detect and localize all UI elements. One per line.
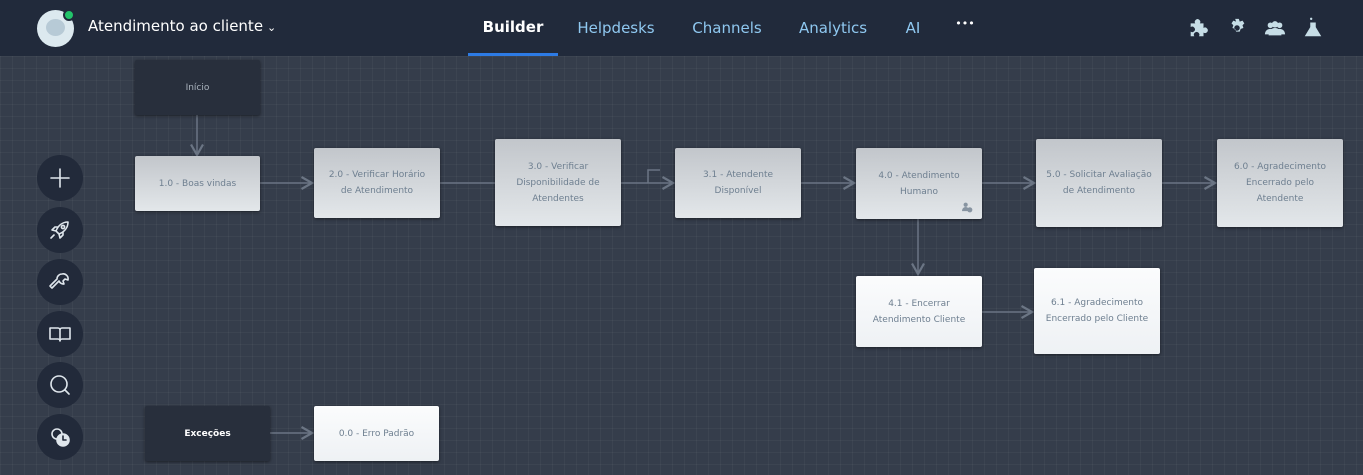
top-bar: Atendimento ao cliente⌄ Builder Helpdesk… xyxy=(0,0,1363,56)
tab-analytics[interactable]: Analytics xyxy=(798,19,868,37)
node-3.0[interactable]: 3.0 - Verificar Disponibilidade de Atend… xyxy=(495,139,621,226)
publish-button[interactable] xyxy=(37,207,83,253)
node-0.0[interactable]: 0.0 - Erro Padrão xyxy=(314,406,439,461)
users-icon[interactable] xyxy=(1264,17,1286,39)
node-4.0[interactable]: 4.0 - Atendimento Humano xyxy=(856,148,982,219)
tab-channels[interactable]: Channels xyxy=(692,19,762,37)
settings-clock-icon xyxy=(51,428,70,447)
node-4.1[interactable]: 4.1 - Encerrar Atendimento Cliente xyxy=(856,276,982,347)
docs-button[interactable] xyxy=(37,311,83,357)
gear-icon[interactable] xyxy=(1226,17,1248,39)
human-agent-icon xyxy=(962,202,973,213)
flask-icon[interactable] xyxy=(1302,17,1324,39)
tools-button[interactable] xyxy=(37,259,83,305)
flow-canvas[interactable]: Início 1.0 - Boas vindas 2.0 - Verificar… xyxy=(0,56,1363,475)
wrench-icon xyxy=(49,273,69,289)
flow-connections xyxy=(190,115,1218,440)
book-icon xyxy=(49,327,71,342)
node-6.0[interactable]: 6.0 - Agradecimento Encerrado pelo Atend… xyxy=(1217,139,1343,227)
puzzle-icon[interactable] xyxy=(1187,17,1209,39)
scheduled-settings-button[interactable] xyxy=(37,414,83,460)
node-5.0[interactable]: 5.0 - Solicitar Avaliação de Atendimento xyxy=(1036,139,1162,227)
node-3.1[interactable]: 3.1 - Atendente Disponível xyxy=(675,148,801,218)
search-button[interactable] xyxy=(37,362,83,408)
tab-builder[interactable]: Builder xyxy=(468,0,558,56)
online-status-dot xyxy=(63,9,75,21)
exceptions-node[interactable]: Exceções xyxy=(145,406,270,461)
node-2.0[interactable]: 2.0 - Verificar Horário de Atendimento xyxy=(314,148,440,218)
rocket-icon xyxy=(50,221,69,239)
edge-3.0-to-3.1 xyxy=(621,170,673,183)
node-1.0[interactable]: 1.0 - Boas vindas xyxy=(135,156,260,211)
more-tabs-button[interactable]: ••• xyxy=(955,17,975,30)
add-icon xyxy=(50,168,70,188)
start-node[interactable]: Início xyxy=(135,60,260,115)
tab-helpdesks[interactable]: Helpdesks xyxy=(577,19,655,37)
bot-avatar[interactable] xyxy=(37,9,75,47)
search-icon xyxy=(50,375,70,395)
chevron-down-icon: ⌄ xyxy=(267,21,277,34)
node-label: 4.0 - Atendimento Humano xyxy=(878,170,960,197)
add-node-button[interactable] xyxy=(37,155,83,201)
bot-selector[interactable]: Atendimento ao cliente⌄ xyxy=(88,17,277,35)
node-6.1[interactable]: 6.1 - Agradecimento Encerrado pelo Clien… xyxy=(1034,268,1160,354)
tab-ai[interactable]: AI xyxy=(905,19,921,37)
